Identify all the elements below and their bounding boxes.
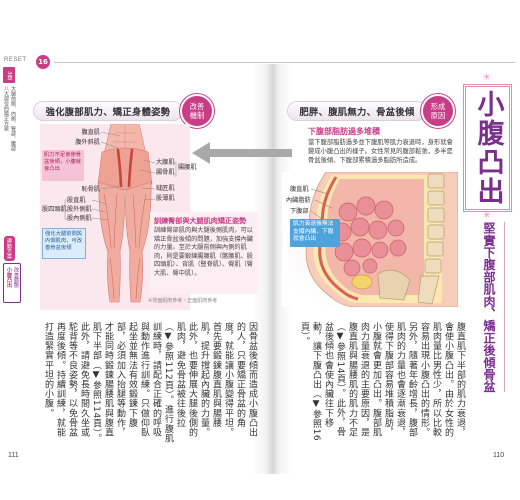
topic-tag-box: 改善體態 小腹凸出	[3, 263, 21, 303]
page-title: 小腹凸出	[472, 90, 504, 206]
header-rule	[54, 62, 515, 63]
asterisk-star-icon	[483, 74, 491, 83]
training-heading: 訓練臀部與大腿肌肉矯正姿勢	[154, 216, 247, 225]
thigh-training-callout: 強化大腿前側與內側肌肉，可改善骨盆後傾	[42, 228, 86, 259]
page-number-right: 110	[493, 452, 505, 459]
muscle-label-leader-lines	[64, 131, 177, 221]
label-iliacus: 腸骨肌	[156, 169, 175, 176]
cause-badge-line-2: 原因	[430, 111, 446, 120]
subtitle-rule	[504, 222, 505, 392]
page-number-left: 111	[8, 452, 19, 459]
title-box: 小腹凸出	[463, 84, 512, 212]
label-lower-abdomen: 下腹部	[290, 208, 309, 215]
label-iliopsoas: 腸腰肌	[178, 164, 197, 171]
label-sartorius: 縫匠肌	[156, 185, 175, 192]
page-subtitle: 堅實下腹部肌肉、矯正後傾骨盆	[482, 222, 496, 393]
pelvis-tilt-callout: 肌力不足會使骨盆後傾，小腹就會凸出	[42, 150, 84, 181]
abdomen-cross-section-figure	[282, 172, 458, 307]
section-tag: 運動方案	[4, 236, 15, 261]
label-psoas-major: 大腰肌	[156, 159, 175, 166]
fat-description: 當下腹部脂肪過多並下腹肌等肌力衰退時，身形就會變成小腹凸出的樣子。女性常見的腹部…	[308, 139, 453, 164]
left-page-body-text: 因骨盆後傾而造成小腹凸出的人，只要矯正骨盆的角度，就能讓小腹變得平坦。首先要鍛鍊…	[43, 322, 257, 444]
label-gracilis: 股薄肌	[156, 195, 175, 202]
chapter-tag: 3章	[3, 67, 15, 83]
label-quadriceps: 股四頭肌	[42, 206, 67, 213]
left-arrow-icon	[192, 142, 292, 164]
label-rectus-abdominis-left: 腹直肌	[81, 129, 100, 136]
label-vastus-lateralis: 股外側肌	[67, 206, 92, 213]
chapter-line-1: 大腿前側、內側、臀部、腰部	[10, 86, 16, 151]
mechanism-badge-line-2: 機制	[189, 111, 205, 120]
fat-subheading: 下腹部脂肪過多堆積	[308, 127, 380, 136]
figure-caption: ※背面肌肉參考・正面肌肉參考	[148, 298, 218, 304]
mechanism-badge-line-1: 改善	[189, 102, 205, 111]
label-visceral-fat: 內臟脂肪	[286, 197, 311, 204]
chapter-number-badge: 16	[36, 55, 50, 69]
label-rectus-abdominis: 腹直肌	[290, 186, 309, 193]
label-rectus-femoris: 股直肌	[67, 197, 86, 204]
mechanism-badge: 改善 機制	[180, 94, 214, 128]
topic-line-2: 小腹凸出	[6, 267, 12, 288]
cause-heading: 肥胖、腹肌無力、骨盆後傾	[287, 101, 427, 121]
organ-drop-callout: 肌力衰退後無法支撐內臟，下腹就會凸出	[290, 219, 340, 247]
cause-badge-line-1: 形成	[430, 102, 446, 111]
cause-badge: 形成 原因	[421, 94, 455, 128]
mechanism-heading: 強化腹部肌力、矯正身體姿勢	[33, 101, 183, 121]
topic-line-1: 改善體態	[13, 267, 19, 288]
asterisk-star-icon	[483, 212, 491, 221]
chapter-line-2: 八大部位的矯正方案	[3, 86, 9, 131]
right-page-body-text: 腹直肌下半部的肌力衰退，會使小腹凸出。由於女性的肌肉量比男性少，所以比較容易出現…	[299, 322, 465, 442]
label-vastus-medialis: 股內側肌	[67, 215, 92, 222]
label-external-oblique: 腹外斜肌	[75, 139, 100, 146]
label-pectineus: 恥骨肌	[81, 186, 100, 193]
reset-label: RESET	[4, 57, 27, 63]
training-box: 訓練臀部與大腿肌肉矯正姿勢 訓練臀部肌肉與大腿後側肌肉，可以矯正骨盆後傾的問題，…	[150, 212, 258, 294]
training-text: 訓練臀部肌肉與大腿後側肌肉，可以矯正骨盆後傾的問題，加強支撐內臟的力量。至於大腿…	[154, 227, 253, 277]
